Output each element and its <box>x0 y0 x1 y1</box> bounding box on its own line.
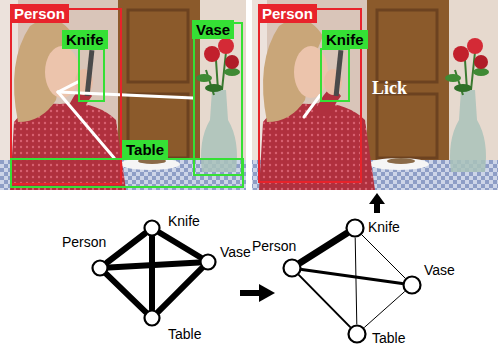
node-label: Person <box>62 234 106 250</box>
node-circle-shape <box>143 309 161 327</box>
node-circle-shape <box>282 258 302 278</box>
node-circle <box>349 326 366 343</box>
graph-node: Knife <box>345 218 365 238</box>
flow-arrow <box>240 290 262 296</box>
graph-edge <box>355 238 357 324</box>
bounding-box: PersonKnife <box>258 8 362 183</box>
graph-node: Vase <box>199 253 217 271</box>
graph-node: Table <box>347 324 367 344</box>
graph-node: Person <box>91 259 109 277</box>
node-circle-shape <box>345 218 365 238</box>
node-label: Vase <box>424 262 455 278</box>
graph-node: Person <box>282 258 302 278</box>
node-circle <box>93 261 108 276</box>
box-label: Person <box>258 4 317 23</box>
relation-line <box>58 82 78 92</box>
node-label: Vase <box>220 244 251 260</box>
box-label: Table <box>122 140 168 159</box>
relation-label: Lick <box>372 78 407 98</box>
box-label: Knife <box>62 30 108 49</box>
bounding-box: Table <box>10 158 244 188</box>
node-label: Table <box>372 330 405 346</box>
graph-edge <box>362 235 405 278</box>
node-circle-shape <box>91 259 109 277</box>
node-label: Knife <box>168 213 200 229</box>
graph-edge <box>300 233 346 262</box>
node-circle <box>145 221 160 236</box>
bounding-box: Knife <box>320 48 350 102</box>
relation-line <box>304 95 320 117</box>
node-circle-shape <box>347 324 367 344</box>
box-label: Knife <box>322 30 368 49</box>
node-circle <box>145 311 160 326</box>
node-circle <box>201 255 216 270</box>
node-circle-shape <box>199 253 217 271</box>
bounding-box: Knife <box>78 48 105 102</box>
flow-arrow <box>374 203 380 213</box>
graph-edge <box>302 269 402 283</box>
photo-left <box>0 0 246 190</box>
node-label: Table <box>168 326 201 342</box>
box-label: Vase <box>192 20 234 39</box>
node-circle <box>347 220 364 237</box>
graph-node: Vase <box>402 275 422 295</box>
node-label: Person <box>252 238 296 254</box>
arrow-head <box>259 284 275 302</box>
node-circle-shape <box>402 275 422 295</box>
graph-edge <box>365 292 405 328</box>
photo-scene <box>252 0 498 190</box>
photo-right <box>252 0 498 190</box>
graph-node: Table <box>143 309 161 327</box>
node-circle <box>284 260 301 277</box>
graph-edge <box>299 275 350 327</box>
graph-edge <box>107 234 145 263</box>
node-circle-shape <box>143 219 161 237</box>
photo-scene <box>0 0 246 190</box>
graph-edge <box>160 233 201 258</box>
box-label: Person <box>10 4 69 23</box>
bounding-box: Vase <box>193 22 243 176</box>
graph-edge <box>149 237 155 309</box>
arrow-head <box>369 193 385 204</box>
graph-node: Knife <box>143 219 161 237</box>
graph-edge <box>107 274 146 312</box>
graph-edge <box>158 268 201 311</box>
node-circle <box>404 277 421 294</box>
node-label: Knife <box>368 219 400 235</box>
